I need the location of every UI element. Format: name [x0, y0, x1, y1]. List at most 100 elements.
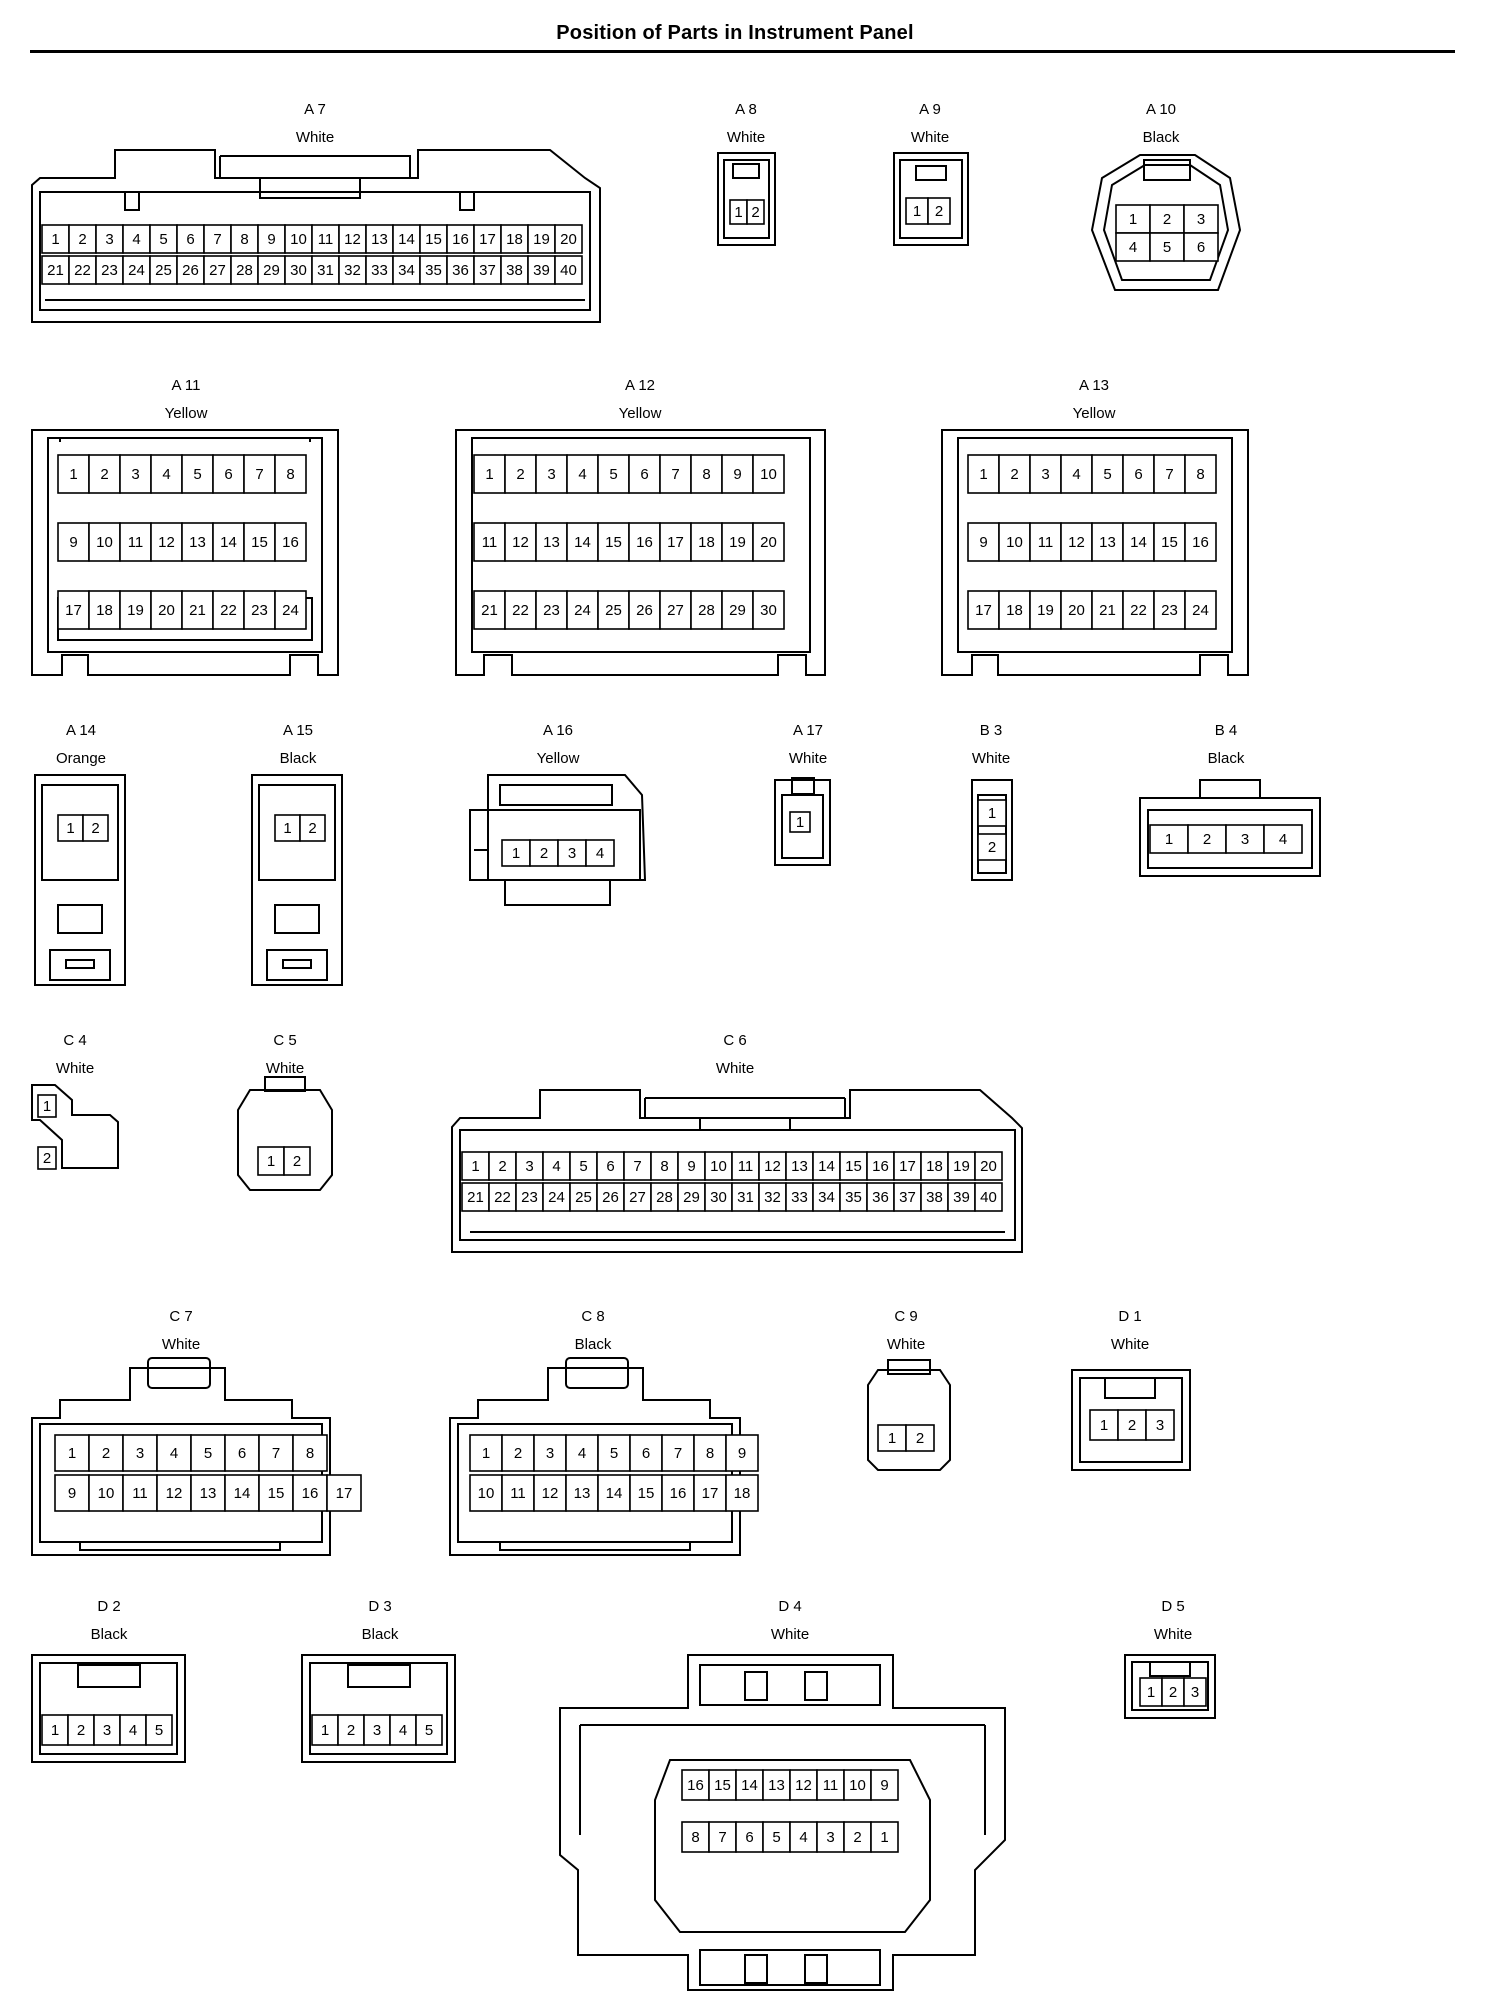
- pin-cell: [122, 1474, 158, 1512]
- pin-cell: [57, 814, 84, 842]
- pin-cell: [1225, 824, 1265, 854]
- pin-cell: [1184, 590, 1217, 630]
- connector-id: A 10: [1145, 101, 1177, 118]
- pin-number: 1: [1100, 1417, 1108, 1434]
- pin-cell: [693, 1434, 727, 1472]
- pin-number: 2: [1010, 466, 1018, 483]
- connector-id: A 14: [65, 722, 97, 739]
- pin-number: 22: [220, 602, 237, 619]
- pin-number: 5: [159, 231, 167, 248]
- pin-number: 15: [605, 534, 622, 551]
- pin-cell: [1153, 590, 1186, 630]
- pin-cell: [338, 255, 367, 285]
- pin-cell: [721, 522, 754, 562]
- pin-number: 3: [1156, 1417, 1164, 1434]
- pin-number: 39: [953, 1189, 970, 1206]
- pin-cell: [721, 590, 754, 630]
- pin-number: 13: [791, 1158, 808, 1175]
- pin-number: 37: [899, 1189, 916, 1206]
- pin-number: 17: [336, 1485, 353, 1502]
- pin-number: 8: [286, 466, 294, 483]
- pin-cell: [752, 590, 785, 630]
- pin-cell: [54, 1474, 90, 1512]
- pin-number: 23: [521, 1189, 538, 1206]
- pin-number: 39: [533, 262, 550, 279]
- pin-number: 28: [236, 262, 253, 279]
- pin-number: 6: [642, 1445, 650, 1462]
- pin-number: 7: [674, 1445, 682, 1462]
- pin-cell: [1091, 454, 1124, 494]
- pin-cell: [623, 1151, 652, 1181]
- pin-number: 25: [575, 1189, 592, 1206]
- pin-number: 22: [494, 1189, 511, 1206]
- pin-cell: [1183, 1677, 1207, 1707]
- pin-number: 2: [498, 1158, 506, 1175]
- pin-number: 5: [1103, 466, 1111, 483]
- connector-id: A 16: [542, 722, 574, 739]
- connector-color: Yellow: [618, 405, 662, 422]
- pin-number: 15: [251, 534, 268, 551]
- pin-number: 15: [845, 1158, 862, 1175]
- pin-cell: [659, 522, 692, 562]
- pin-number: 22: [512, 602, 529, 619]
- pin-number: 1: [796, 814, 804, 831]
- pin-number: 11: [1038, 534, 1054, 551]
- pin-cell: [1115, 232, 1151, 262]
- pin-number: 8: [706, 1445, 714, 1462]
- pin-cell: [816, 1821, 845, 1853]
- pin-number: 10: [849, 1777, 866, 1794]
- pin-number: 1: [1165, 831, 1173, 848]
- pin-cell: [181, 590, 214, 630]
- pin-cell: [1184, 522, 1217, 562]
- pin-number: 16: [1192, 534, 1209, 551]
- pin-number: 23: [101, 262, 118, 279]
- pin-number: 8: [240, 231, 248, 248]
- pin-cell: [469, 1474, 503, 1512]
- pin-number: 2: [988, 839, 996, 856]
- pin-number: 2: [516, 466, 524, 483]
- pin-number: 2: [540, 845, 548, 862]
- pin-cell: [758, 1151, 787, 1181]
- pin-cell: [224, 1474, 260, 1512]
- pin-number: 7: [213, 231, 221, 248]
- pin-number: 7: [272, 1445, 280, 1462]
- pin-cell: [500, 224, 529, 254]
- pin-number: 2: [308, 820, 316, 837]
- pin-number: 2: [1128, 1417, 1136, 1434]
- pin-number: 11: [738, 1158, 754, 1175]
- pin-number: 1: [482, 1445, 490, 1462]
- pin-number: 1: [321, 1722, 329, 1739]
- pin-number: 2: [100, 466, 108, 483]
- pin-number: 32: [764, 1189, 781, 1206]
- pin-cell: [554, 255, 583, 285]
- pin-number: 6: [1197, 239, 1205, 256]
- pin-number: 3: [1041, 466, 1049, 483]
- pin-cell: [41, 255, 70, 285]
- pin-cell: [95, 224, 124, 254]
- pin-number: 9: [738, 1445, 746, 1462]
- pin-number: 1: [1129, 211, 1137, 228]
- pin-number: 2: [1163, 211, 1171, 228]
- pin-number: 19: [953, 1158, 970, 1175]
- pin-number: 9: [68, 1485, 76, 1502]
- pin-number: 17: [479, 231, 496, 248]
- pin-cell: [725, 1474, 759, 1512]
- title-divider: [30, 50, 1455, 53]
- pin-number: 15: [425, 231, 442, 248]
- pin-number: 25: [605, 602, 622, 619]
- connector-color: Black: [1142, 129, 1180, 146]
- pin-cell: [150, 454, 183, 494]
- pin-number: 1: [979, 466, 987, 483]
- pin-number: 3: [136, 1445, 144, 1462]
- pin-number: 1: [69, 466, 77, 483]
- connector-d1: 1 2 3: [1071, 1369, 1191, 1471]
- pin-number: 38: [506, 262, 523, 279]
